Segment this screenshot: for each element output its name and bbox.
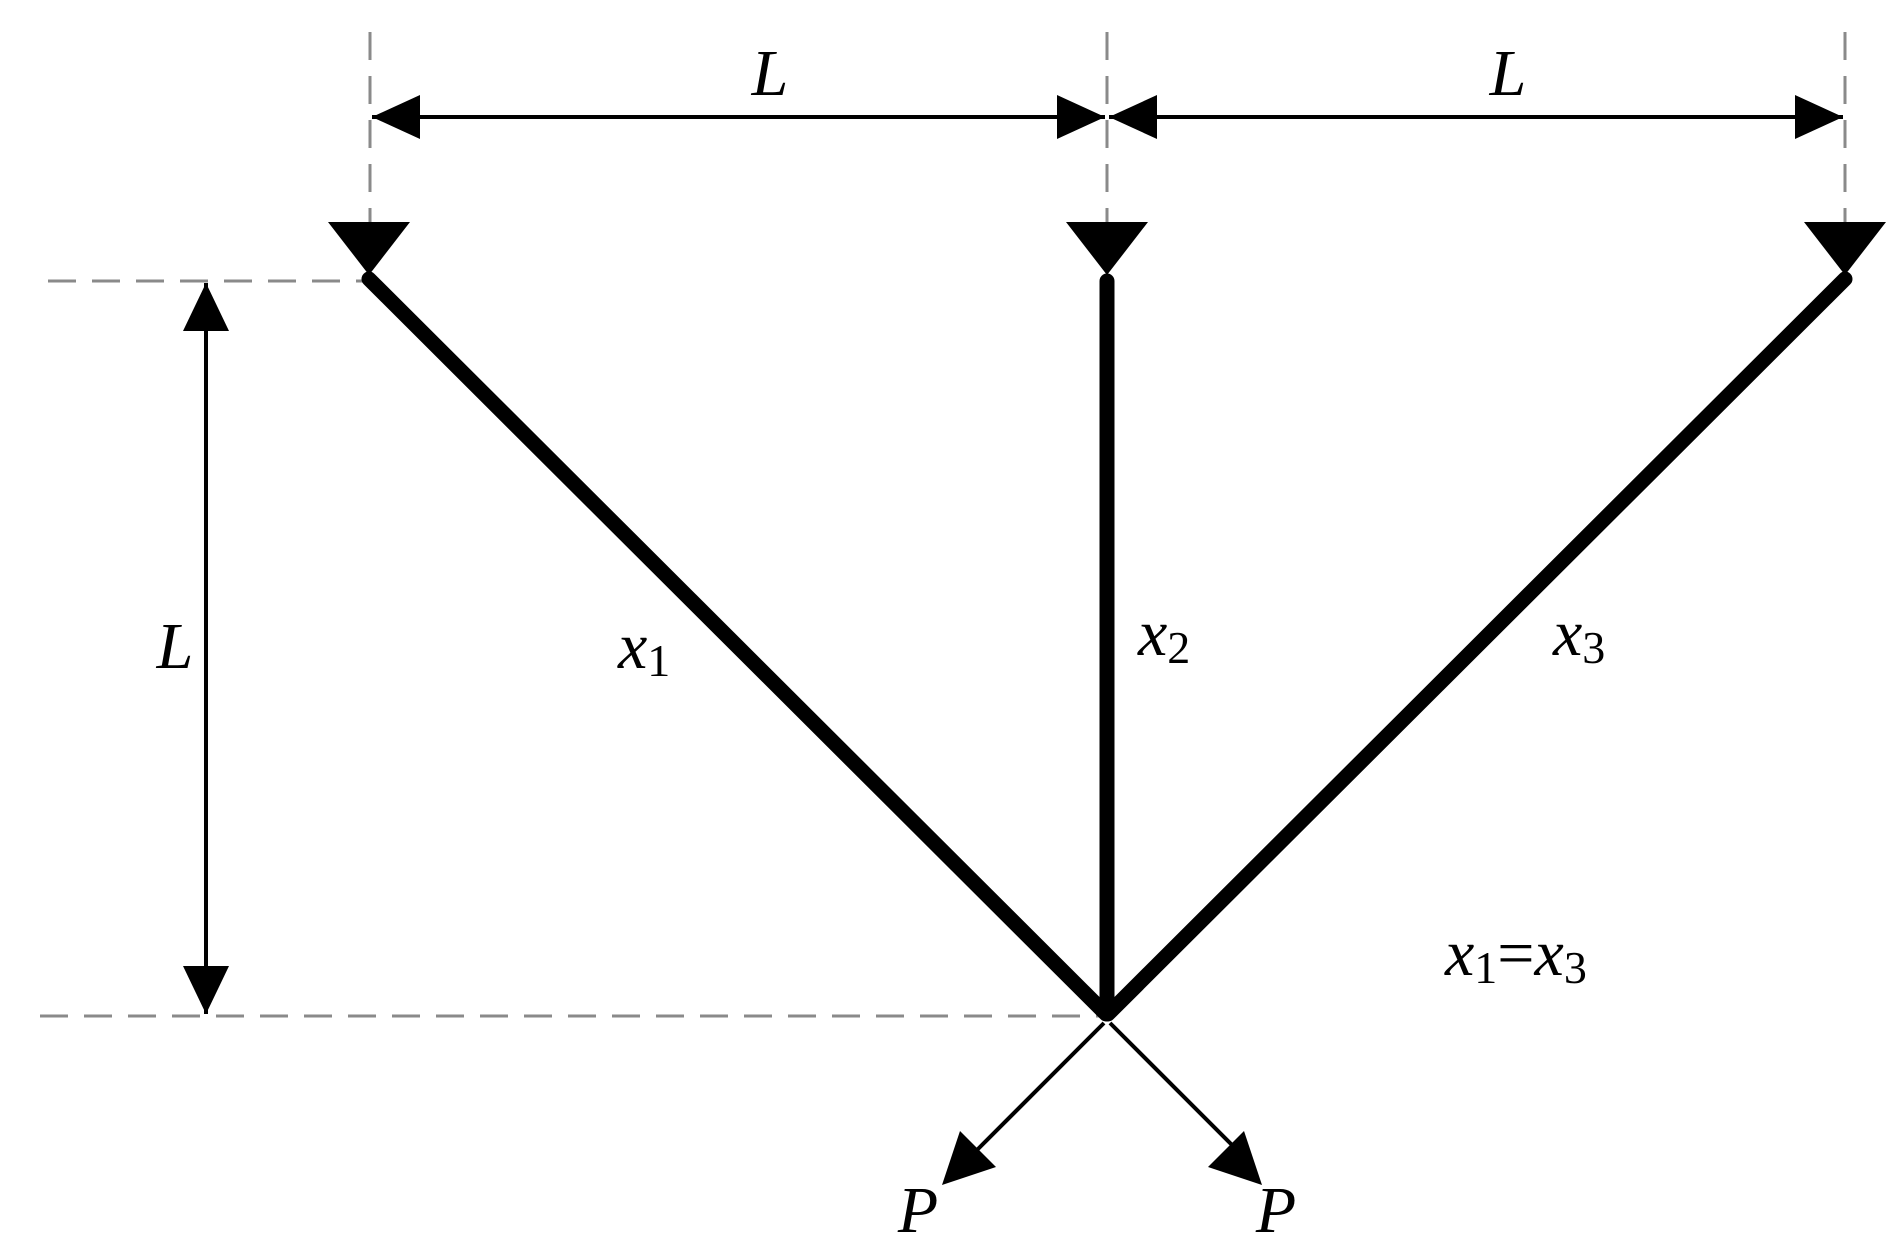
dimension-top-right [1109, 95, 1843, 139]
dimension-label-top-left: L [751, 37, 789, 110]
support-right-icon [1804, 222, 1886, 275]
member-label-x1-var: x [617, 610, 647, 683]
constraint-rhs-var: x [1534, 917, 1564, 990]
dimension-label-height: L [156, 610, 194, 683]
load-label-right: P [1255, 1174, 1296, 1247]
bar-x3 [1100, 271, 1853, 1022]
bar-x1 [361, 271, 1114, 1022]
load-arrow-left [942, 1021, 1106, 1185]
member-label-x3-var: x [1552, 597, 1582, 670]
member-label-x2: x2 [1137, 597, 1190, 673]
member-label-x3: x3 [1552, 597, 1605, 673]
constraint-operator: = [1497, 917, 1534, 990]
constraint-lhs-sub: 1 [1474, 942, 1497, 993]
dimension-top-left [372, 95, 1105, 139]
constraint-equation: x1=x3 [1444, 917, 1587, 993]
dimension-label-top-right: L [1489, 37, 1527, 110]
constraint-lhs-var: x [1444, 917, 1474, 990]
member-label-x2-var: x [1137, 597, 1167, 670]
support-mid-icon [1066, 222, 1148, 275]
member-label-x2-sub: 2 [1167, 622, 1190, 673]
constraint-rhs-sub: 3 [1564, 942, 1587, 993]
load-arrow-right [1108, 1021, 1262, 1185]
member-label-x1-sub: 1 [647, 635, 670, 686]
load-label-left: P [897, 1174, 938, 1247]
dimension-height [183, 283, 229, 1014]
member-label-x1: x1 [617, 610, 670, 686]
member-label-x3-sub: 3 [1582, 622, 1605, 673]
support-left-icon [328, 222, 410, 275]
